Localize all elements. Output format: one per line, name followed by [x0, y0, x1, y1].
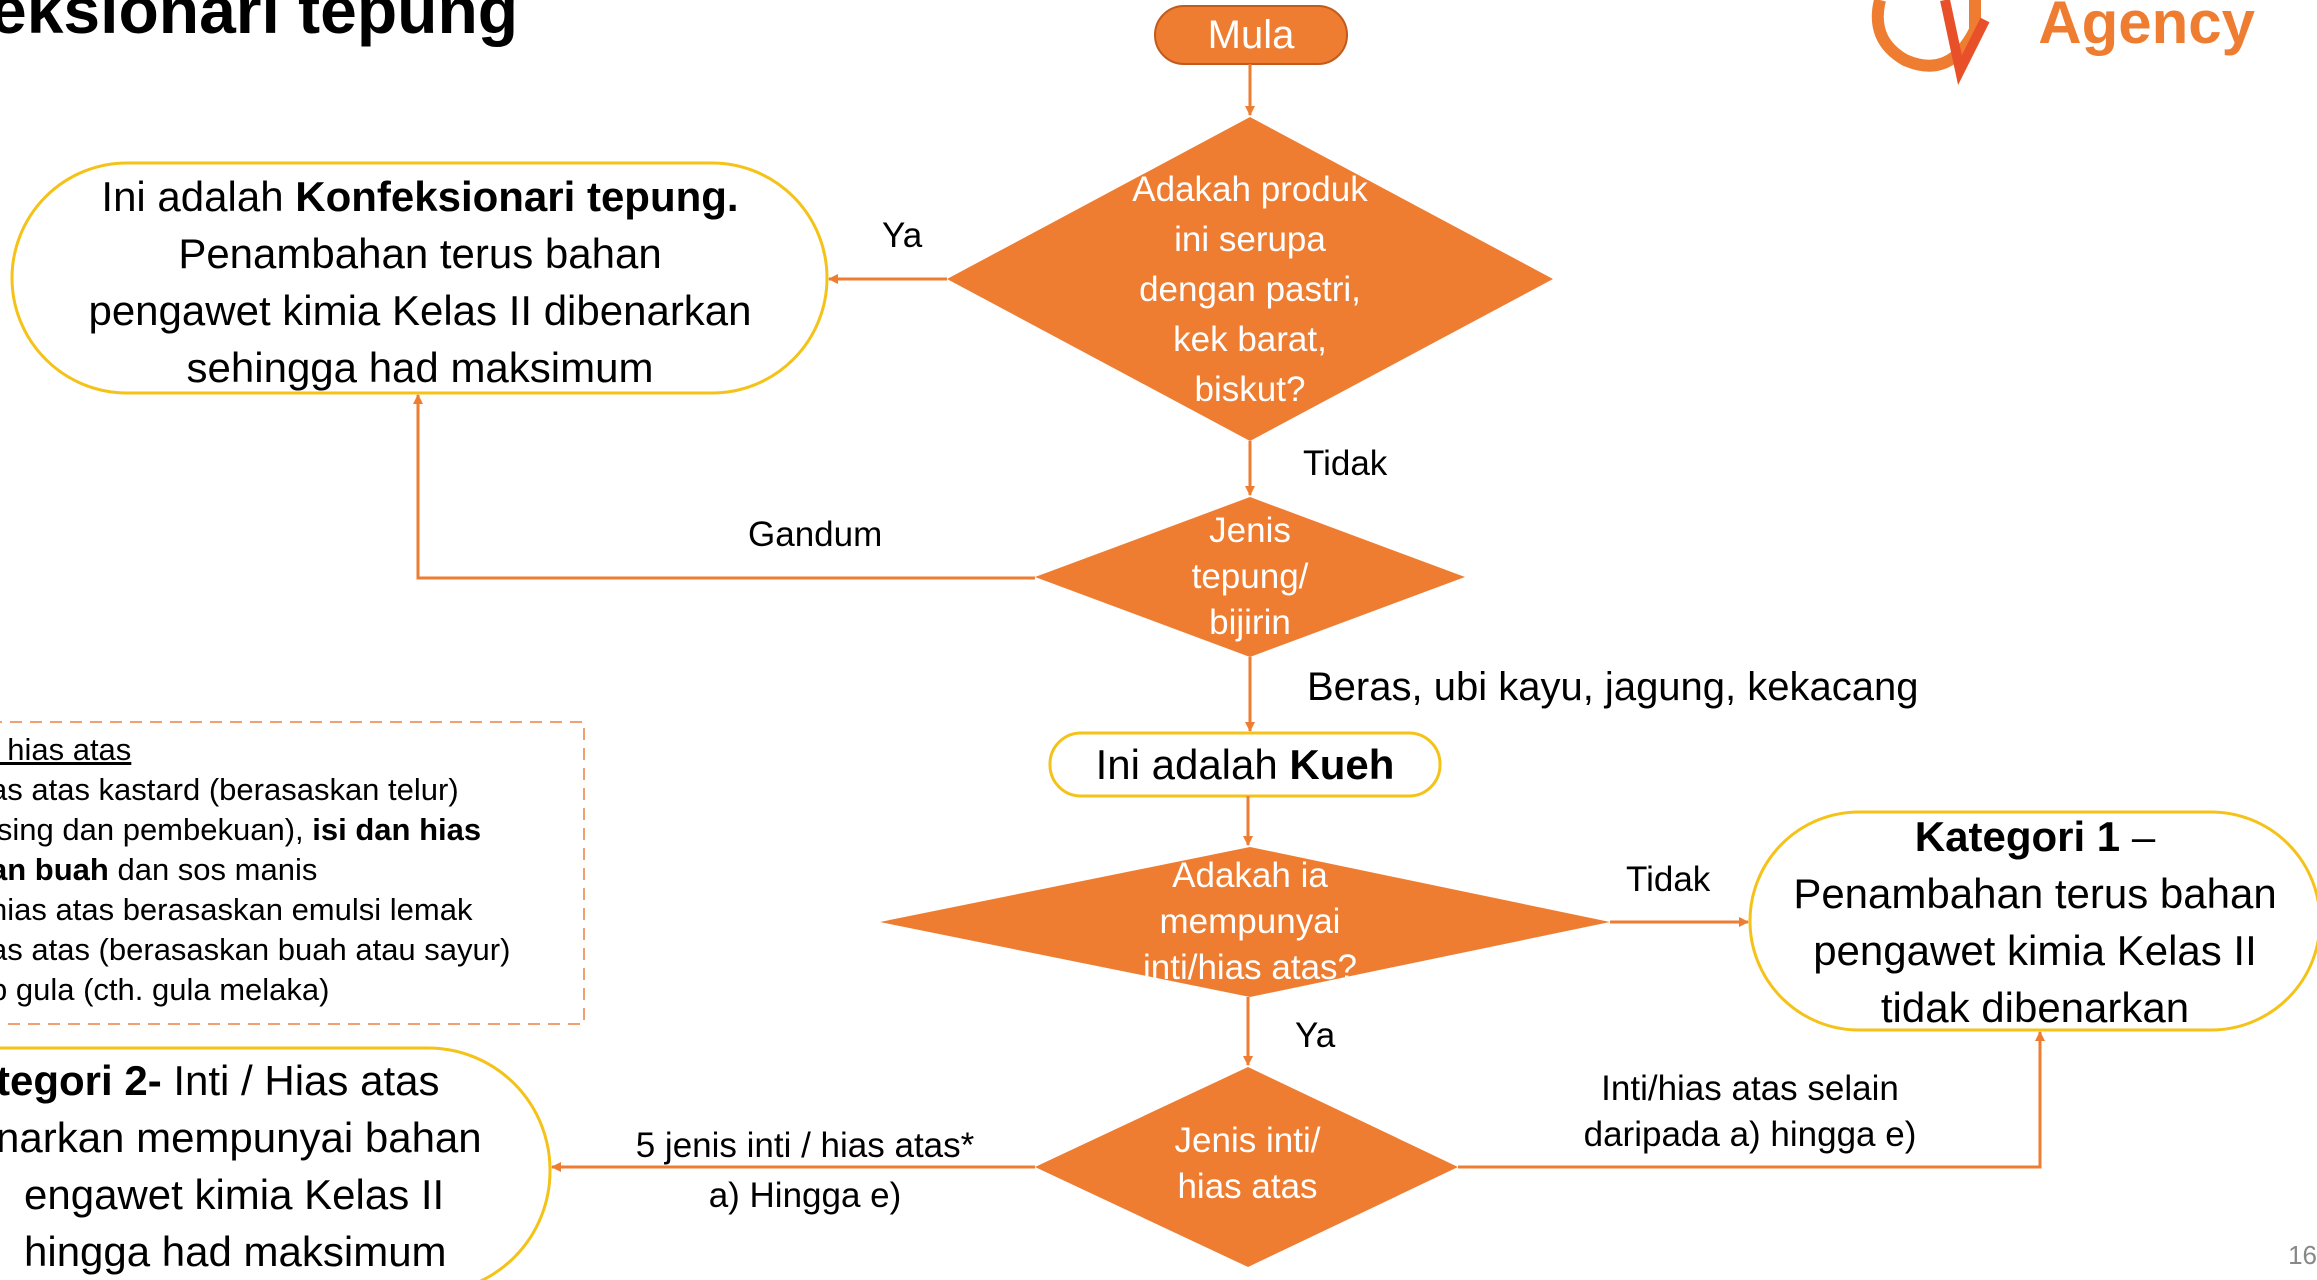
- page-title: eksionari tepung: [0, 0, 519, 47]
- d1-line: Adakah produk: [1132, 170, 1368, 209]
- kat1-line: Penambahan terus bahan: [1793, 870, 2277, 917]
- decision-filling-type-text: Jenis inti/ hias atas: [1110, 1118, 1385, 1210]
- connectors: [413, 64, 2045, 1172]
- d2-line: tepung/: [1191, 557, 1309, 596]
- edge-label-line: Inti/hias atas selain: [1601, 1069, 1899, 1108]
- edge-label-tidak-2: Tidak: [1626, 860, 1711, 899]
- edge-label-gandum: Gandum: [748, 515, 883, 554]
- kueh-text: Ini adalah Kueh: [1050, 736, 1440, 793]
- edge-label-line: a) Hingga e): [708, 1176, 902, 1215]
- kat2-line: engawet kimia Kelas II: [24, 1171, 445, 1218]
- note-line-bold: an buah: [0, 852, 109, 887]
- box1-bold: Konfeksionari tepung.: [295, 173, 739, 220]
- note-text: / hias atas as atas kastard (berasaskan …: [0, 730, 590, 1010]
- d2-line: Jenis: [1209, 511, 1291, 550]
- edge-label-5-jenis: 5 jenis inti / hias atas* a) Hingga e): [600, 1121, 1010, 1221]
- d1-line: kek barat,: [1173, 320, 1327, 359]
- d4-line: Jenis inti/: [1174, 1121, 1321, 1160]
- kategori-2-text: tegori 2- Inti / Hias atas narkan mempun…: [0, 1052, 536, 1280]
- kat1-line: pengawet kimia Kelas II: [1813, 927, 2257, 974]
- note-box: [0, 721, 585, 1025]
- edge-label-tidak-1: Tidak: [1303, 444, 1388, 483]
- kat1-dash: –: [2120, 813, 2156, 860]
- page-number: 16: [2288, 1240, 2317, 1270]
- decision-flour-type-text: Jenis tepung/ bijirin: [1130, 508, 1370, 646]
- edge-label-line: 5 jenis inti / hias atas*: [635, 1126, 975, 1165]
- d1-line: dengan pastri,: [1139, 270, 1361, 309]
- decision-has-filling: [880, 847, 1610, 997]
- edge-label-beras: Beras, ubi kayu, jagung, kekacang: [1307, 665, 1919, 709]
- arrow-d2-gandum: [413, 394, 1035, 580]
- start-label: Mula: [1207, 13, 1295, 57]
- arrow-d4-selain: [1458, 1031, 2045, 1169]
- edge-label-ya-1: Ya: [882, 216, 923, 255]
- decision-product-type-text: Adakah produk ini serupa dengan pastri, …: [1100, 165, 1400, 415]
- kat2-bold: tegori 2-: [0, 1057, 162, 1104]
- edge-label-ya-2: Ya: [1295, 1016, 1336, 1055]
- note-heading: / hias atas: [0, 732, 132, 767]
- result-box-kategori-2: [0, 1046, 552, 1280]
- logo-text: Agency: [2038, 0, 2255, 56]
- kat2-rest: Inti / Hias atas: [161, 1057, 440, 1104]
- kat1-line: tidak dibenarkan: [1880, 984, 2190, 1031]
- d3-line: inti/hias atas?: [1142, 948, 1358, 987]
- d3-line: mempunyai: [1159, 902, 1341, 941]
- note-line: hias atas berasaskan emulsi lemak: [0, 892, 473, 927]
- kueh-prefix: Ini adalah: [1095, 741, 1290, 788]
- kat2-line: narkan mempunyai bahan: [0, 1114, 482, 1161]
- brand-logo-icon: [1871, 0, 1990, 85]
- note-line-part: ising dan pembekuan),: [0, 812, 313, 847]
- konfeksionari-text: Ini adalah Konfeksionari tepung. Penamba…: [40, 168, 800, 396]
- note-line: as atas (berasaskan buah atau sayur): [0, 932, 511, 967]
- kat1-bold: Kategori 1: [1914, 813, 2121, 860]
- result-box-kueh: [1048, 731, 1442, 798]
- decision-has-filling-text: Adakah ia mempunyai inti/hias atas?: [1090, 853, 1410, 991]
- note-line: as atas kastard (berasaskan telur): [0, 772, 459, 807]
- d4-line: hias atas: [1177, 1167, 1318, 1206]
- kat2-line: hingga had maksimum: [24, 1228, 447, 1275]
- decision-product-type: [947, 117, 1553, 441]
- d1-line: biskut?: [1194, 370, 1306, 409]
- box1-line: pengawet kimia Kelas II dibenarkan: [88, 287, 752, 334]
- box1-prefix: Ini adalah: [101, 173, 296, 220]
- d3-line: Adakah ia: [1172, 856, 1328, 895]
- d1-line: ini serupa: [1174, 220, 1326, 259]
- box1-line: sehingga had maksimum: [186, 344, 654, 391]
- d2-line: bijirin: [1209, 603, 1291, 642]
- kategori-1-text: Kategori 1 – Penambahan terus bahan peng…: [1770, 808, 2300, 1036]
- note-line-bold: isi dan hias: [312, 812, 482, 847]
- result-box-kategori-1: [1748, 810, 2317, 1032]
- result-box-konfeksionari: [10, 161, 829, 395]
- decision-filling-type: [1035, 1067, 1458, 1267]
- edge-label-selain: Inti/hias atas selain daripada a) hingga…: [1540, 1066, 1960, 1158]
- edge-label-line: daripada a) hingga e): [1583, 1115, 1917, 1154]
- box1-line: Penambahan terus bahan: [178, 230, 662, 277]
- kueh-bold: Kueh: [1289, 741, 1395, 788]
- decision-flour-type: [1035, 497, 1465, 657]
- note-line: p gula (cth. gula melaka): [0, 972, 330, 1007]
- note-line-part: dan sos manis: [108, 852, 318, 887]
